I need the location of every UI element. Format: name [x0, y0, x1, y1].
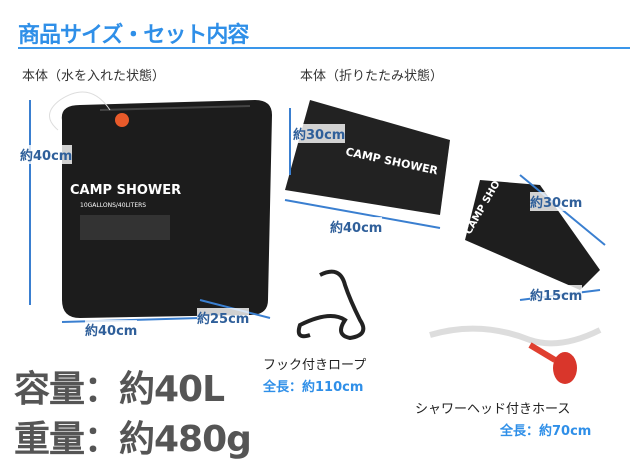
- folded-height-label: 約30cm: [293, 124, 346, 143]
- bag-brand-print: CAMP SHOWER: [70, 183, 181, 198]
- svg-text:10GALLONS/40LITERS: 10GALLONS/40LITERS: [80, 202, 146, 209]
- rolled-diameter-label: 約15cm: [530, 285, 583, 304]
- rolled-length-label: 約30cm: [530, 192, 583, 211]
- showerhead: [553, 352, 577, 384]
- section-filled-label: 本体（水を入れた状態）: [22, 69, 166, 84]
- hose-image: [429, 325, 602, 384]
- folded-width-label: 約40cm: [330, 217, 383, 236]
- hose-length: 全長：約70cm: [500, 424, 592, 439]
- weight-spec: 重量：約480g: [14, 419, 252, 460]
- nozzle-cap: [115, 113, 129, 127]
- title-divider: [18, 47, 630, 49]
- hook-rope-image: [296, 269, 366, 341]
- filled-height-label: 約40cm: [20, 145, 73, 164]
- filled-width-label: 約40cm: [85, 320, 138, 339]
- section-folded-label: 本体（折りたたみ状態）: [300, 69, 444, 84]
- folded-bag-image: CAMP SHOWER: [285, 100, 450, 215]
- filled-bag-image: CAMP SHOWER 10GALLONS/40LITERS: [49, 91, 273, 318]
- hook-rope-length: 全長：約110cm: [263, 380, 364, 395]
- hose-name: シャワーヘッド付きホース: [415, 402, 571, 417]
- capacity-spec: 容量：約40L: [14, 369, 225, 410]
- hook-rope-name: フック付きロープ: [263, 358, 367, 373]
- page-title: 商品サイズ・セット内容: [18, 23, 249, 48]
- filled-depth-label: 約25cm: [197, 308, 250, 327]
